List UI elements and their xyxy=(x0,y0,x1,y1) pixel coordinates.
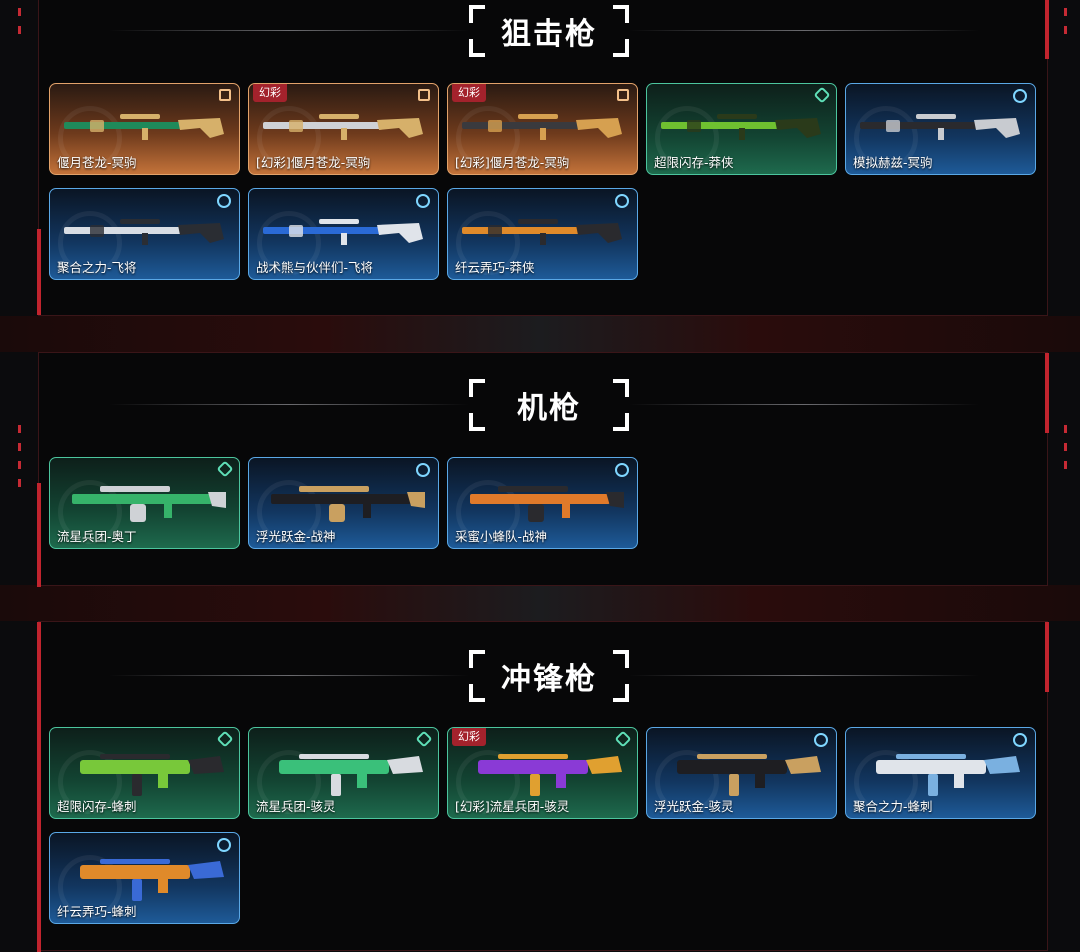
background-emblem xyxy=(58,480,122,544)
background-emblem xyxy=(257,211,321,275)
skin-card[interactable]: 纤云弄巧-蜂刺 xyxy=(49,832,240,924)
skin-name: 浮光跃金-战神 xyxy=(256,529,336,544)
prismatic-badge: 幻彩 xyxy=(253,84,287,102)
background-emblem xyxy=(854,750,918,814)
skin-name: 超限闪存-蜂刺 xyxy=(57,799,137,814)
weapon-image xyxy=(661,114,821,140)
skin-name: 流星兵团-骇灵 xyxy=(256,799,336,814)
weapon-image xyxy=(80,754,224,796)
skin-name: 纤云弄巧-莽侠 xyxy=(455,260,535,275)
skin-name: [幻彩]流星兵团-骇灵 xyxy=(455,799,570,814)
edge-decoration xyxy=(1064,425,1067,479)
skin-name: 聚合之力-飞将 xyxy=(57,260,137,275)
weapon-image xyxy=(677,754,821,796)
edge-decoration xyxy=(18,8,21,44)
prismatic-badge: 幻彩 xyxy=(452,84,486,102)
skin-card[interactable]: 采蜜小蜂队-战神 xyxy=(447,457,638,549)
prismatic-badge: 幻彩 xyxy=(452,728,486,746)
ring-tier-icon xyxy=(1013,733,1027,747)
skin-name: 采蜜小蜂队-战神 xyxy=(455,529,548,544)
ring-tier-icon xyxy=(217,838,231,852)
skin-card[interactable]: 幻彩 [幻彩]偃月苍龙-冥驹 xyxy=(248,83,439,175)
background-emblem xyxy=(257,480,321,544)
background-emblem xyxy=(854,106,918,170)
background-emblem xyxy=(456,106,520,170)
ring-tier-icon xyxy=(1013,89,1027,103)
ring-tier-icon xyxy=(416,463,430,477)
weapon-image xyxy=(263,114,423,140)
background-emblem xyxy=(58,750,122,814)
weapon-image xyxy=(72,486,226,522)
weapon-image xyxy=(470,486,624,522)
background-emblem xyxy=(257,106,321,170)
pentagon-tier-icon xyxy=(219,89,231,101)
skin-name: 模拟赫兹-冥驹 xyxy=(853,155,933,170)
skin-card[interactable]: 聚合之力-飞将 xyxy=(49,188,240,280)
section-title: 冲锋枪 xyxy=(469,646,629,706)
edge-decoration xyxy=(1064,8,1067,44)
smg-section: 冲锋枪 超限闪存-蜂刺 流星兵团-骇灵 幻彩 [幻彩]流星兵团-骇灵 浮光跃金-骇灵 聚合… xyxy=(37,621,1049,952)
section-header: 冲锋枪 xyxy=(39,646,1047,706)
weapon-image xyxy=(860,114,1020,140)
background-emblem xyxy=(456,480,520,544)
sniper-section: 狙击枪 偃月苍龙-冥驹幻彩[幻彩]偃月苍龙-冥驹幻彩[幻彩]偃月苍龙-冥驹超限闪… xyxy=(37,0,1049,316)
skin-card[interactable]: 浮光跃金-骇灵 xyxy=(646,727,837,819)
background-emblem xyxy=(456,211,520,275)
ring-tier-icon xyxy=(416,194,430,208)
skin-card[interactable]: 模拟赫兹-冥驹 xyxy=(845,83,1036,175)
weapon-image xyxy=(263,219,423,245)
skin-name: [幻彩]偃月苍龙-冥驹 xyxy=(455,155,570,170)
edge-decoration xyxy=(18,425,21,497)
section-header: 机枪 xyxy=(39,375,1047,435)
section-title: 机枪 xyxy=(469,375,629,435)
skin-card[interactable]: 超限闪存-莽侠 xyxy=(646,83,837,175)
weapon-image xyxy=(80,859,224,901)
skin-name: 聚合之力-蜂刺 xyxy=(853,799,933,814)
skin-name: 纤云弄巧-蜂刺 xyxy=(57,904,137,919)
ring-tier-icon xyxy=(615,463,629,477)
pentagon-tier-icon xyxy=(617,89,629,101)
background-emblem xyxy=(456,750,520,814)
ring-tier-icon xyxy=(217,194,231,208)
skin-card[interactable]: 幻彩 [幻彩]偃月苍龙-冥驹 xyxy=(447,83,638,175)
skin-card[interactable]: 超限闪存-蜂刺 xyxy=(49,727,240,819)
skin-name: 战术熊与伙伴们-飞将 xyxy=(256,260,374,275)
skin-name: 流星兵团-奥丁 xyxy=(57,529,137,544)
background-strip xyxy=(0,585,1080,621)
ring-tier-icon xyxy=(615,194,629,208)
weapon-image xyxy=(478,754,622,796)
skin-card[interactable]: 聚合之力-蜂刺 xyxy=(845,727,1036,819)
machine-gun-section: 机枪 流星兵团-奥丁 浮光跃金-战神 采蜜小蜂队-战神 xyxy=(37,352,1049,587)
background-emblem xyxy=(58,855,122,919)
weapon-image xyxy=(462,114,622,140)
ring-tier-icon xyxy=(814,733,828,747)
skin-card[interactable]: 幻彩 [幻彩]流星兵团-骇灵 xyxy=(447,727,638,819)
background-emblem xyxy=(655,750,719,814)
weapon-image xyxy=(279,754,423,796)
background-emblem xyxy=(655,106,719,170)
skin-name: [幻彩]偃月苍龙-冥驹 xyxy=(256,155,371,170)
weapon-image xyxy=(64,114,224,140)
weapon-image xyxy=(271,486,425,522)
skin-card[interactable]: 流星兵团-骇灵 xyxy=(248,727,439,819)
section-title: 狙击枪 xyxy=(469,1,629,61)
background-emblem xyxy=(58,211,122,275)
background-emblem xyxy=(257,750,321,814)
skin-name: 超限闪存-莽侠 xyxy=(654,155,734,170)
skin-card[interactable]: 偃月苍龙-冥驹 xyxy=(49,83,240,175)
skin-card[interactable]: 流星兵团-奥丁 xyxy=(49,457,240,549)
weapon-image xyxy=(64,219,224,245)
weapon-image xyxy=(462,219,622,245)
section-header: 狙击枪 xyxy=(39,1,1047,61)
skin-name: 偃月苍龙-冥驹 xyxy=(57,155,137,170)
background-strip xyxy=(0,316,1080,352)
weapon-image xyxy=(876,754,1020,796)
skin-card[interactable]: 纤云弄巧-莽侠 xyxy=(447,188,638,280)
skin-card[interactable]: 浮光跃金-战神 xyxy=(248,457,439,549)
skin-name: 浮光跃金-骇灵 xyxy=(654,799,734,814)
skin-card[interactable]: 战术熊与伙伴们-飞将 xyxy=(248,188,439,280)
background-emblem xyxy=(58,106,122,170)
pentagon-tier-icon xyxy=(418,89,430,101)
